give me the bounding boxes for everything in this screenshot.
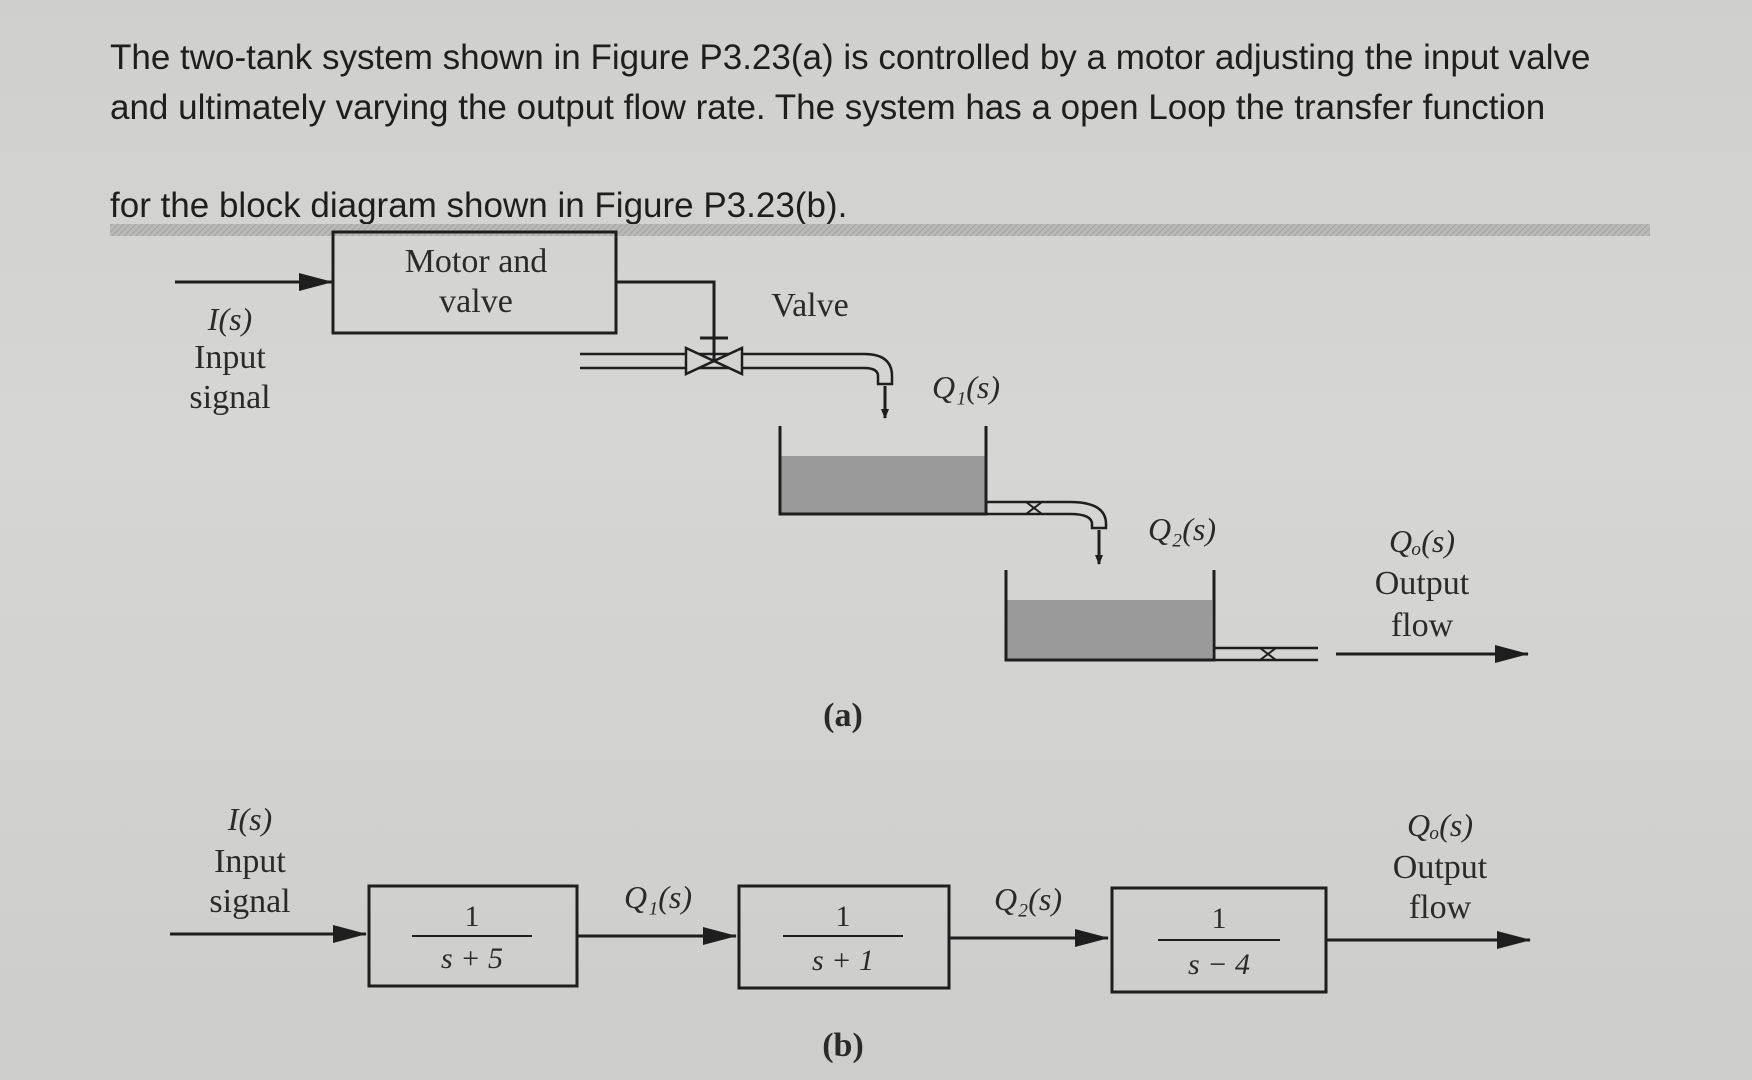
input-label-b-1: Input (214, 843, 286, 880)
caption-a: (a) (823, 697, 863, 734)
tank1-outlet-valve (1025, 501, 1043, 515)
input-label-b-2: signal (209, 883, 290, 920)
tank2-water (1006, 600, 1212, 660)
tank1-water (780, 456, 985, 514)
motor-label-1: Motor and (405, 243, 548, 280)
output-label-b-2: flow (1409, 889, 1472, 926)
motor-label-2: valve (439, 283, 513, 320)
output-label-a-2: flow (1391, 607, 1454, 644)
block1-numerator: 1 (465, 900, 480, 933)
q2-label-b: Q₂(s) (994, 881, 1062, 917)
block3-denominator: s − 4 (1188, 948, 1250, 981)
valve-icon (684, 346, 744, 376)
problem-line-3: for the block diagram shown in Figure P3… (110, 186, 848, 225)
figure-b: I(s) Input signal 1 s + 5 Q₁(s) 1 s + 1 … (170, 801, 1531, 1064)
actuator-linkage (616, 280, 716, 360)
caption-b: (b) (822, 1027, 864, 1064)
qo-label-b: Qₒ(s) (1407, 807, 1473, 843)
qo-label-a: Qₒ(s) (1389, 523, 1455, 559)
inlet-spout (863, 352, 894, 386)
q2-label-a: Q₂(s) (1148, 511, 1216, 547)
q1-label-a: Q₁(s) (932, 369, 1000, 405)
input-label-a-2: signal (189, 379, 270, 416)
block1-denominator: s + 5 (441, 942, 503, 975)
q1-label-b: Q₁(s) (624, 879, 692, 915)
input-label-a-1: Input (194, 339, 266, 376)
output-label-a-1: Output (1375, 565, 1470, 602)
figure-a: I(s) Input signal Motor and valve Valve … (175, 230, 1529, 734)
tank-1 (778, 426, 988, 516)
input-symbol-b: I(s) (227, 801, 272, 837)
block2-denominator: s + 1 (812, 944, 874, 977)
valve-label: Valve (771, 287, 848, 324)
tank-2 (1004, 570, 1216, 662)
input-symbol-a: I(s) (207, 301, 252, 337)
block3-numerator: 1 (1212, 902, 1227, 935)
problem-line-2: and ultimately varying the output flow r… (110, 88, 1546, 127)
tank2-outlet-valve (1259, 647, 1277, 661)
output-label-b-1: Output (1393, 849, 1488, 886)
block2-numerator: 1 (836, 900, 851, 933)
problem-line-1: The two-tank system shown in Figure P3.2… (110, 38, 1591, 77)
figure-divider (110, 224, 1650, 236)
